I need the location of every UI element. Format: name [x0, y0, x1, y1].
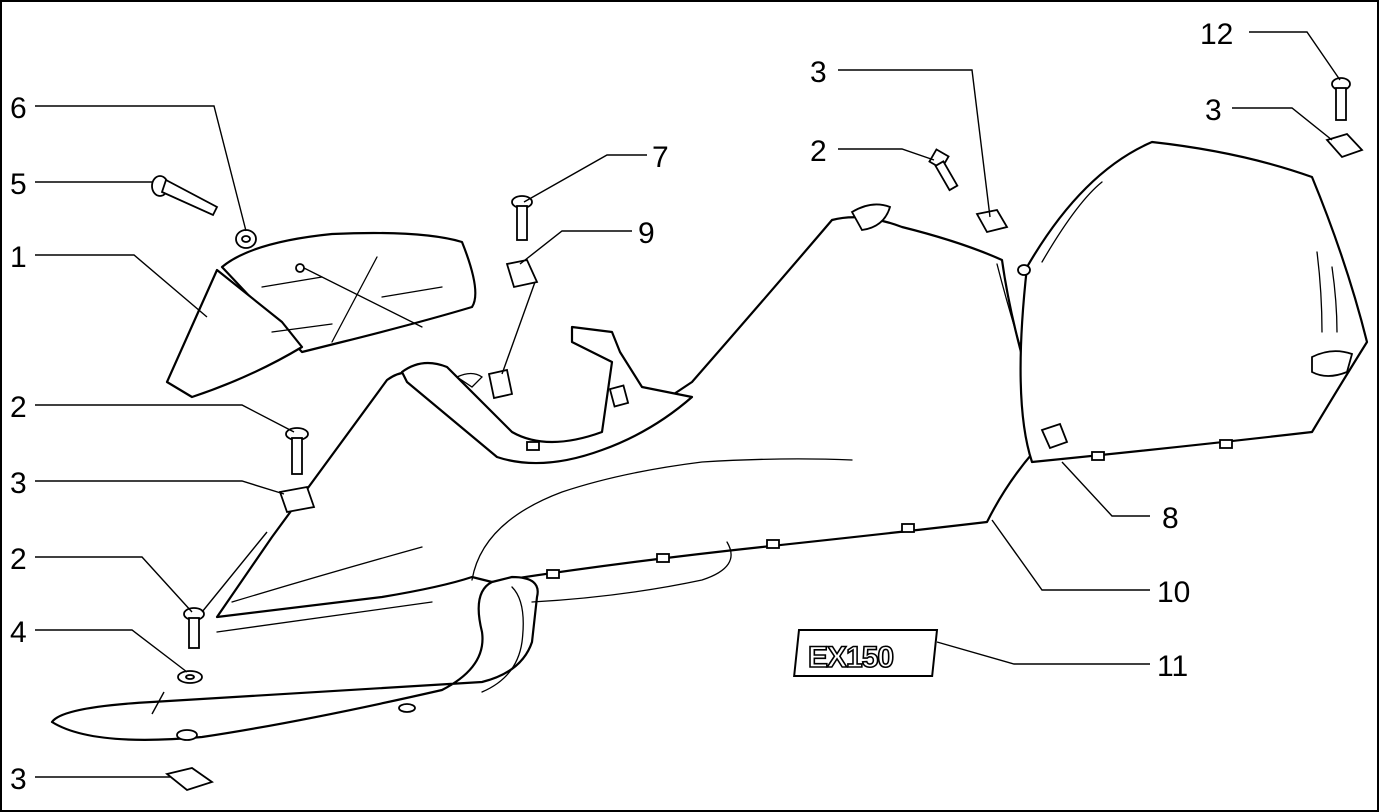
washer-4 — [177, 670, 203, 684]
bolt-12 — [1331, 77, 1351, 121]
callout-3: 3 — [810, 56, 827, 89]
clip-nut-3-rear — [1325, 132, 1364, 159]
screw-7 — [511, 195, 533, 241]
callout-4: 4 — [10, 616, 27, 649]
callout-7: 7 — [652, 141, 669, 174]
bolt-2-top — [928, 148, 959, 192]
callout-2: 2 — [10, 391, 27, 424]
clip-nut-3-bottom — [165, 767, 215, 792]
callout-5: 5 — [10, 168, 27, 201]
callout-3: 3 — [10, 763, 27, 796]
callout-6: 6 — [10, 92, 27, 125]
screw-2-left — [285, 427, 309, 475]
callout-9: 9 — [638, 217, 655, 250]
callout-12: 12 — [1200, 18, 1233, 51]
body-panel — [215, 203, 1054, 633]
clip-nut-3-left — [278, 485, 316, 514]
leader-lines — [35, 31, 1341, 778]
badge-text: EX150 — [808, 641, 893, 674]
callout-3: 3 — [10, 467, 27, 500]
small-clip-10 — [1040, 422, 1069, 450]
callout-1: 1 — [10, 241, 27, 274]
ex150-badge: EX150 — [793, 629, 939, 677]
callout-10: 10 — [1157, 576, 1190, 609]
callout-8: 8 — [1162, 502, 1179, 535]
callout-labels: 12 3 3 2 6 5 7 9 1 2 3 8 2 10 4 11 3 — [10, 18, 1233, 796]
rear-side-panel — [1017, 140, 1369, 464]
callout-2: 2 — [10, 543, 27, 576]
callout-2: 2 — [810, 135, 827, 168]
screw-2-lower — [183, 607, 205, 649]
clip-nut-9-upper — [505, 258, 539, 289]
tunnel-bracket — [400, 325, 694, 465]
clip-nut-9-lower — [487, 368, 514, 400]
callout-11: 11 — [1157, 650, 1188, 683]
washer-6 — [235, 229, 257, 249]
footboard-panel — [50, 541, 732, 741]
callout-3: 3 — [1205, 94, 1222, 127]
bolt-5 — [151, 175, 219, 217]
glove-box — [165, 231, 477, 399]
clip-nut-3-top — [975, 208, 1009, 234]
